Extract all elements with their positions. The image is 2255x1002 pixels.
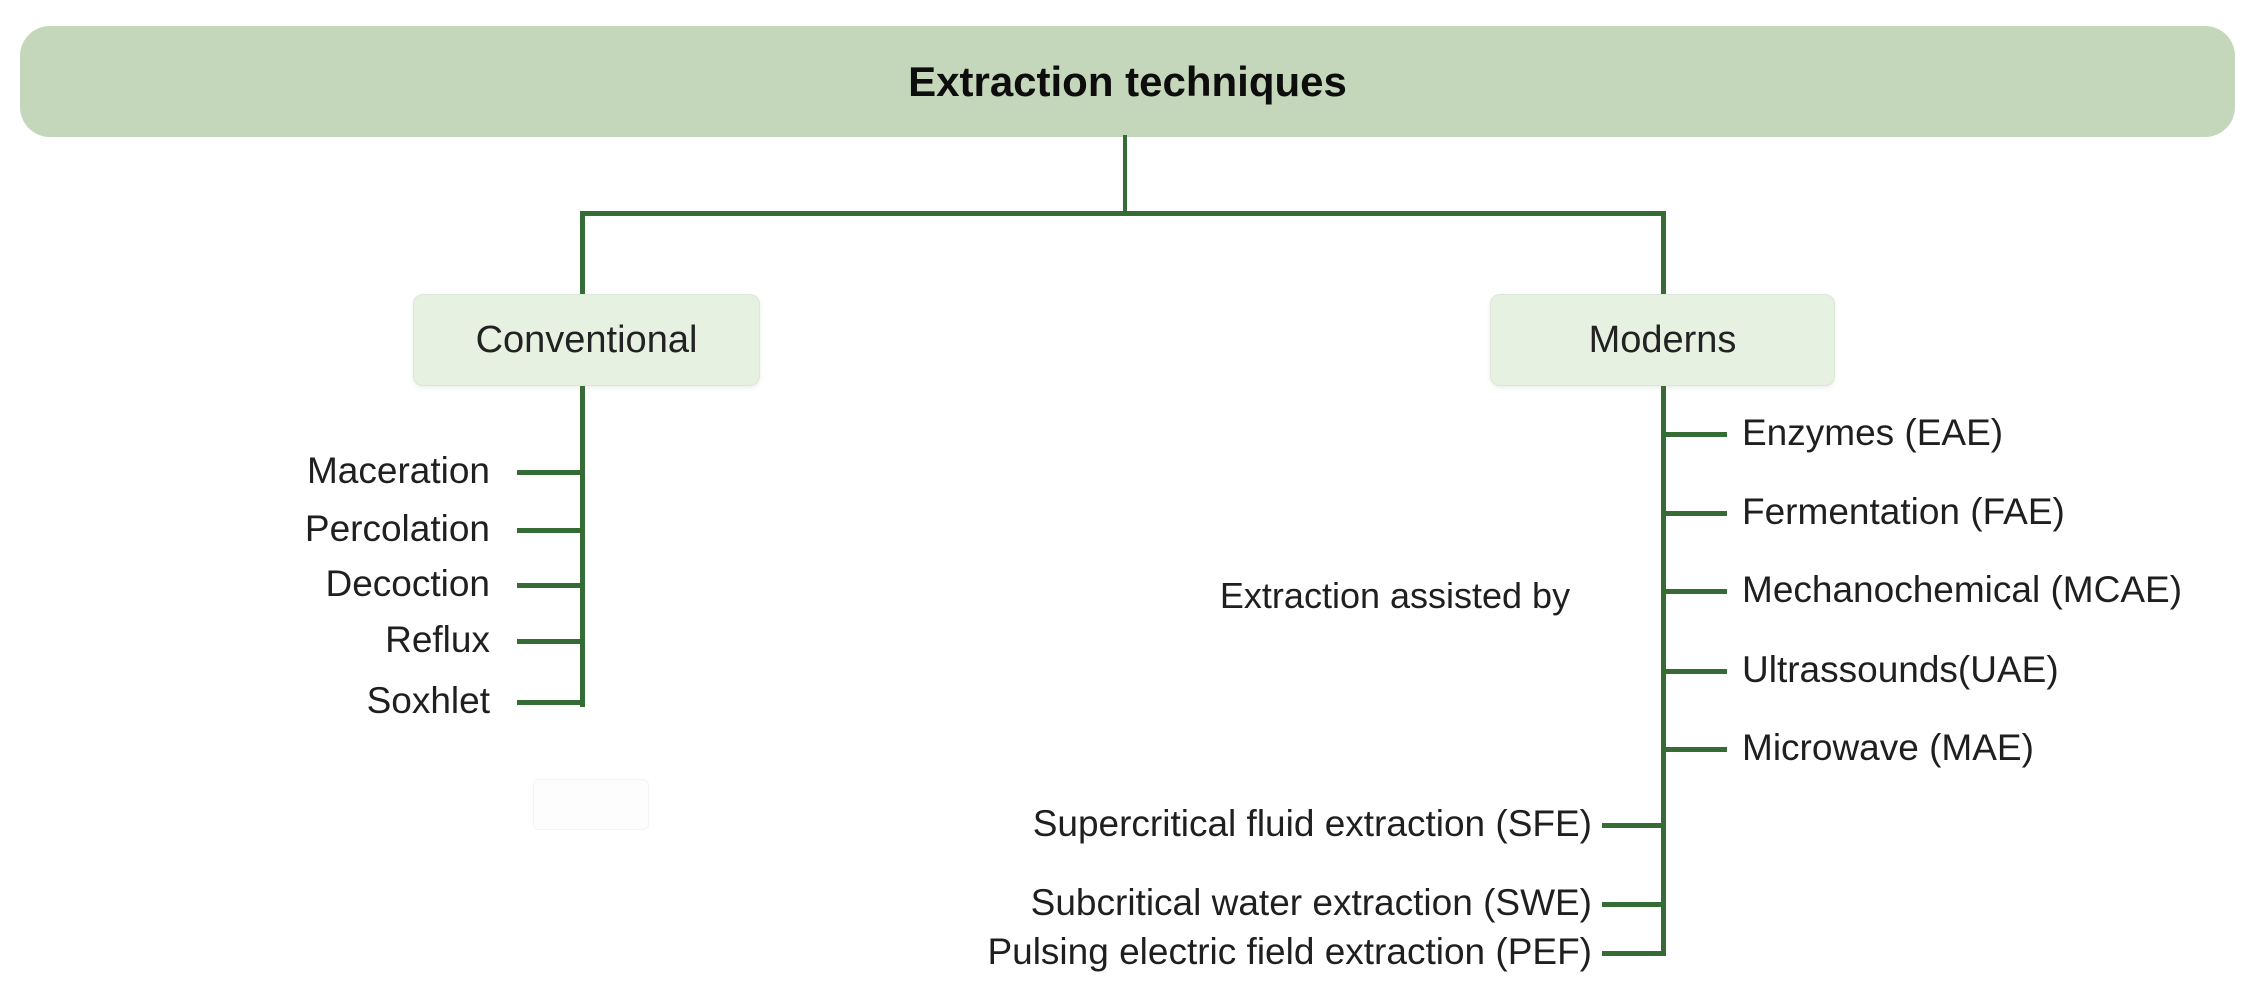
tick-sfe — [1602, 823, 1663, 828]
leaf-microwave: Microwave (MAE) — [1742, 727, 2034, 768]
leaf-soxhlet: Soxhlet — [366, 680, 490, 721]
leaf-pef: Pulsing electric field extraction (PEF) — [987, 931, 1592, 972]
tick-fermentation — [1663, 511, 1727, 516]
leaf-swe: Subcritical water extraction (SWE) — [1030, 882, 1592, 923]
moderns-branch-line — [1661, 211, 1666, 956]
leaf-ultrassounds: Ultrassounds(UAE) — [1742, 649, 2059, 690]
moderns-node: Moderns — [1490, 294, 1835, 386]
root-stem-line — [1123, 135, 1127, 215]
tick-pef — [1602, 951, 1663, 956]
leaf-maceration: Maceration — [306, 450, 490, 491]
leaf-enzymes: Enzymes (EAE) — [1742, 412, 2004, 453]
conventional-node-label: Conventional — [475, 318, 698, 361]
tick-reflux — [517, 639, 582, 644]
tick-ultrassounds — [1663, 669, 1727, 674]
leaf-mechanochemical: Mechanochemical (MCAE) — [1742, 569, 2183, 610]
leaf-decoction: Decoction — [325, 563, 490, 604]
leaf-sfe: Supercritical fluid extraction (SFE) — [1032, 803, 1592, 844]
leaf-percolation: Percolation — [304, 508, 490, 549]
tick-soxhlet — [517, 700, 582, 705]
tick-decoction — [517, 583, 582, 588]
tick-maceration — [517, 470, 582, 475]
tick-enzymes — [1663, 432, 1727, 437]
diagram-title: Extraction techniques — [908, 57, 1347, 105]
root-node-banner: Extraction techniques — [20, 26, 2235, 137]
leaf-reflux: Reflux — [385, 619, 490, 660]
conventional-node: Conventional — [413, 294, 760, 386]
leaf-fermentation: Fermentation (FAE) — [1742, 491, 2065, 532]
ghost-box — [533, 779, 649, 830]
conventional-branch-line — [580, 211, 585, 707]
tick-percolation — [517, 528, 582, 533]
moderns-node-label: Moderns — [1588, 318, 1737, 361]
tick-swe — [1602, 902, 1663, 907]
assisted-by-label: Extraction assisted by — [1219, 575, 1571, 616]
branch-horizontal-line — [580, 211, 1666, 216]
tick-mechanochemical — [1663, 589, 1727, 594]
tick-microwave — [1663, 747, 1727, 752]
